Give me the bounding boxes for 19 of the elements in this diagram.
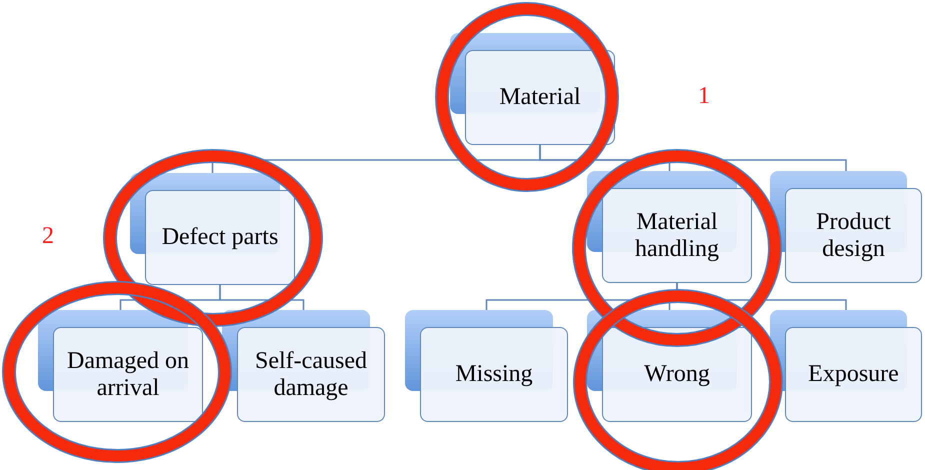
org-chart-box <box>450 33 615 145</box>
box-label: Damaged on arrival <box>66 348 190 402</box>
box-label: Exposure <box>808 361 899 388</box>
org-chart-box <box>405 310 568 422</box>
org-chart-box <box>587 171 752 283</box>
org-chart-box <box>222 310 385 422</box>
org-chart-box <box>770 171 922 283</box>
box-label: Self-caused damage <box>254 348 368 402</box>
org-chart-box <box>130 173 295 285</box>
org-chart-box <box>770 310 922 422</box>
box-label: Defect parts <box>162 224 278 251</box>
box-label: Material <box>499 84 581 111</box>
org-chart-box <box>38 310 203 422</box>
box-label: Missing <box>455 361 533 388</box>
callout-number: 2 <box>42 224 54 248</box>
box-label: Material handling <box>634 208 720 262</box>
box-label: Wrong <box>644 361 710 388</box>
callout-number: 1 <box>698 84 710 108</box>
box-label: Product design <box>815 208 892 262</box>
